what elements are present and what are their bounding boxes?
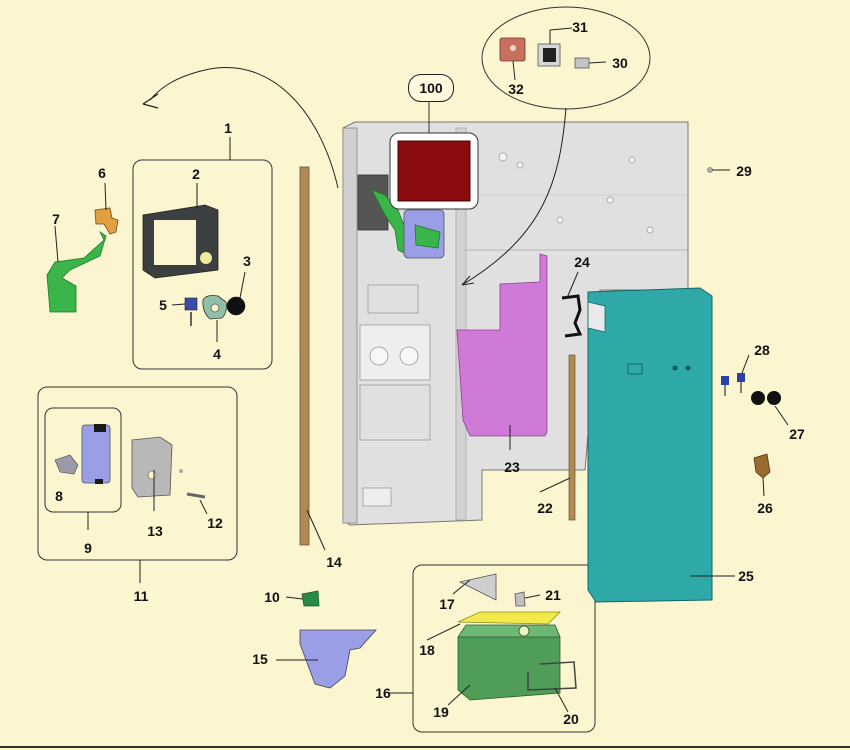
part-29-dot — [707, 167, 713, 173]
part-15-funnel — [299, 629, 377, 689]
part-23-plate — [456, 253, 548, 437]
part-17-bracket — [458, 573, 497, 601]
label-100: 100 — [408, 74, 454, 102]
bottom-rule — [0, 746, 850, 748]
label-9: 9 — [84, 540, 92, 556]
part-20-wire — [527, 661, 577, 691]
group-box-1 — [132, 159, 273, 370]
label-31: 31 — [572, 19, 588, 35]
part-26-clip — [753, 453, 771, 479]
part-6-clip — [94, 207, 119, 235]
group-box-11 — [37, 386, 238, 561]
part-14-strip — [299, 166, 310, 546]
part-12-screw — [186, 492, 206, 499]
ellipse-leader — [461, 107, 567, 286]
part-100-plate — [389, 101, 479, 210]
label-24: 24 — [574, 254, 590, 270]
label-2: 2 — [192, 166, 200, 182]
label-30: 30 — [612, 55, 628, 71]
label-4: 4 — [213, 346, 221, 362]
label-7: 7 — [52, 211, 60, 227]
label-32: 32 — [508, 81, 524, 97]
part-4-gasket — [202, 295, 227, 320]
label-23: 23 — [504, 459, 520, 475]
leader-lines — [54, 27, 789, 713]
label-8: 8 — [55, 488, 63, 504]
label-13: 13 — [147, 523, 163, 539]
part-21-screw — [514, 591, 526, 607]
part-30-plug — [574, 57, 590, 69]
part-28-clips — [721, 373, 745, 396]
label-6: 6 — [98, 165, 106, 181]
label-1: 1 — [224, 120, 232, 136]
label-29: 29 — [736, 163, 752, 179]
label-10: 10 — [264, 589, 280, 605]
part-5-clip — [184, 297, 198, 326]
label-12: 12 — [207, 515, 223, 531]
label-5: 5 — [159, 297, 167, 313]
part-13-bracket — [131, 436, 173, 498]
panel-mounted-assembly — [357, 174, 445, 259]
part-18-plate — [457, 611, 561, 625]
part-22-strip — [568, 354, 576, 521]
group-box-16 — [412, 564, 596, 733]
label-27: 27 — [789, 426, 805, 442]
part-25-cover — [587, 287, 713, 603]
label-11: 11 — [133, 588, 149, 604]
part-19-box — [457, 624, 561, 701]
label-18: 18 — [419, 642, 435, 658]
part-10-clip — [301, 590, 320, 607]
label-14: 14 — [326, 554, 342, 570]
label-22: 22 — [537, 500, 553, 516]
part-8-latch — [54, 424, 111, 484]
part-24-clip — [561, 294, 583, 338]
label-19: 19 — [433, 704, 449, 720]
group-box-9 — [44, 407, 122, 513]
part-3-disc — [226, 296, 246, 316]
part-31-switch — [537, 43, 561, 67]
label-3: 3 — [243, 253, 251, 269]
label-16: 16 — [375, 685, 391, 701]
part-2-frame — [142, 204, 219, 279]
part-7-bracket — [46, 230, 107, 313]
label-26: 26 — [757, 500, 773, 516]
part-27-disc — [767, 391, 781, 405]
label-21: 21 — [545, 587, 561, 603]
label-28: 28 — [754, 342, 770, 358]
label-15: 15 — [252, 651, 268, 667]
part-27-disc — [751, 391, 765, 405]
label-25: 25 — [738, 568, 754, 584]
label-20: 20 — [563, 711, 579, 727]
label-17: 17 — [439, 596, 455, 612]
rotation-arrow — [142, 67, 339, 189]
